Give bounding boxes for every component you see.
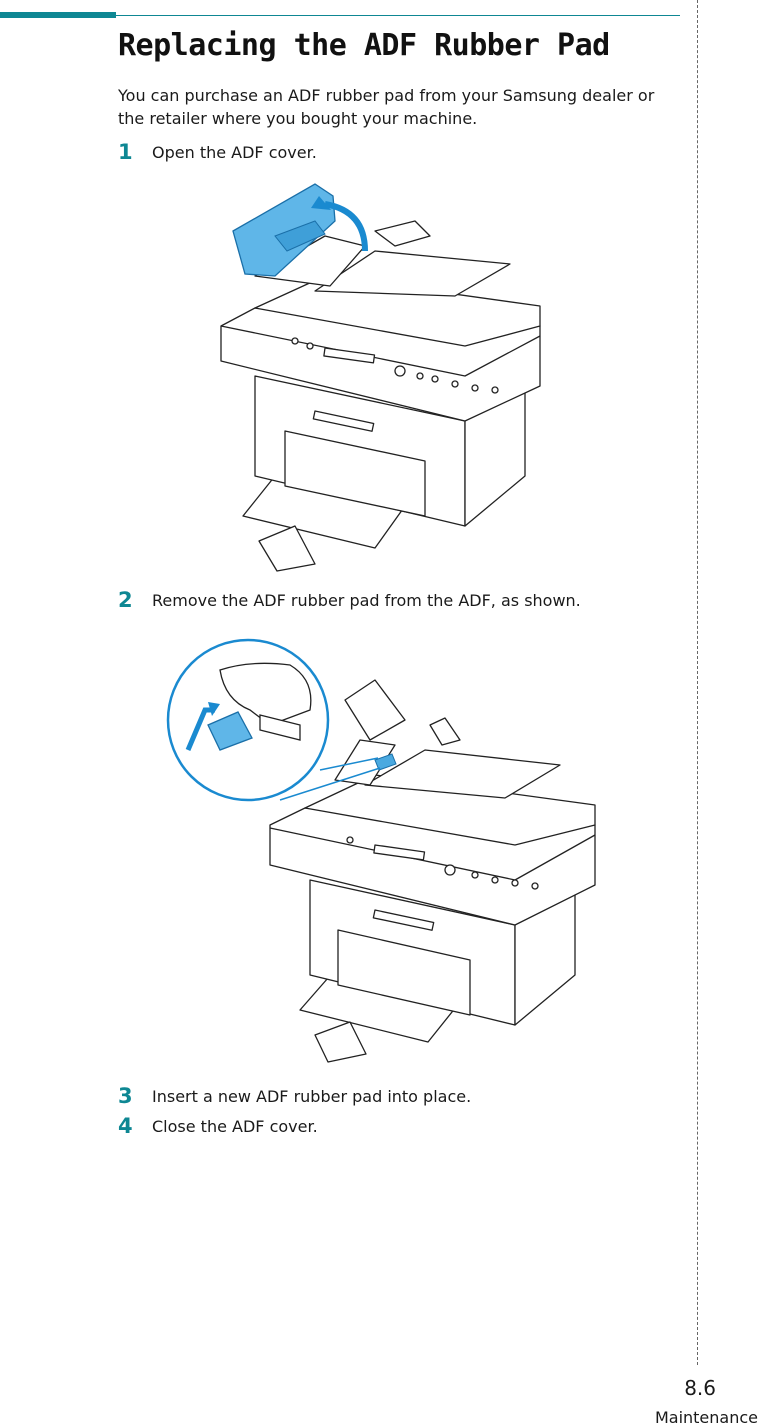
header-rule [116, 15, 680, 16]
page-number: 8.6 [684, 1376, 716, 1400]
cut-guide-line [697, 0, 698, 1365]
printer-rubber-pad-removal-illustration [166, 638, 596, 1063]
step-text: Open the ADF cover. [152, 143, 317, 162]
step-number: 1 [118, 140, 133, 164]
intro-paragraph: You can purchase an ADF rubber pad from … [118, 86, 655, 128]
header-accent-bar [0, 12, 116, 18]
step-text: Insert a new ADF rubber pad into place. [152, 1087, 472, 1106]
step-number: 4 [118, 1114, 133, 1138]
step-1: 1 Open the ADF cover. [118, 140, 317, 164]
step-text: Close the ADF cover. [152, 1117, 318, 1136]
step-3: 3 Insert a new ADF rubber pad into place. [118, 1084, 471, 1108]
step-text: Remove the ADF rubber pad from the ADF, … [152, 591, 581, 610]
printer-adf-open-illustration [220, 183, 541, 572]
page-title: Replacing the ADF Rubber Pad [118, 28, 610, 63]
step-4: 4 Close the ADF cover. [118, 1114, 318, 1138]
step-number: 2 [118, 588, 133, 612]
step-2: 2 Remove the ADF rubber pad from the ADF,… [118, 588, 581, 612]
step-number: 3 [118, 1084, 133, 1108]
section-name: Maintenance [654, 1408, 758, 1427]
